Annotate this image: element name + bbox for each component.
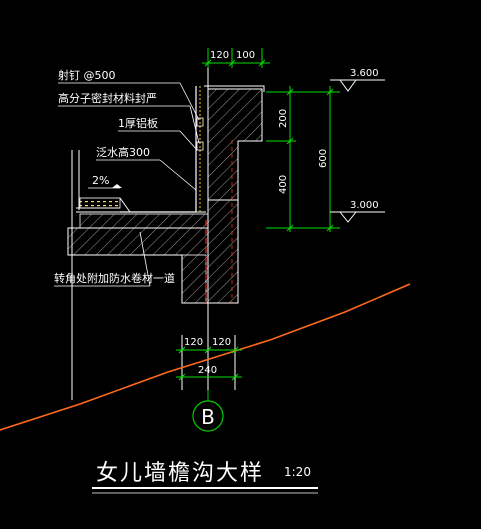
centre-lines xyxy=(71,48,236,400)
axis-bubble: B xyxy=(192,390,224,432)
dim-side-lower: 400 xyxy=(278,175,289,194)
dim-top-right: 100 xyxy=(236,50,255,61)
annotations: 射钉 @500 高分子密封材料封严 1厚铝板 泛水高300 2% 转角处附加防水… xyxy=(54,68,175,285)
elevation-marks: 3.600 3.000 xyxy=(330,68,385,223)
concrete-section xyxy=(67,85,265,304)
dim-bottom-left: 120 xyxy=(184,337,203,348)
side-dimension: 200 400 600 xyxy=(266,86,340,232)
title-text: 女儿墙檐沟大样 xyxy=(96,461,264,486)
dim-side-upper: 200 xyxy=(278,109,289,128)
title-scale: 1:20 xyxy=(284,465,311,479)
label-aluminum: 1厚铝板 xyxy=(118,116,158,130)
label-nail: 射钉 @500 xyxy=(58,68,116,82)
elevation-upper: 3.600 xyxy=(350,68,379,79)
dim-bottom-right: 120 xyxy=(212,337,231,348)
label-flood-height: 泛水高300 xyxy=(96,145,150,159)
dim-side-total: 600 xyxy=(318,149,329,168)
label-slope: 2% xyxy=(92,174,109,187)
elevation-lower: 3.000 xyxy=(350,200,379,211)
ground-line xyxy=(0,283,411,431)
axis-label: B xyxy=(201,405,215,429)
label-corner-membrane: 转角处附加防水卷材一道 xyxy=(54,271,175,285)
dim-bottom-total: 240 xyxy=(198,365,217,376)
slope-arrow xyxy=(112,184,122,188)
bottom-dimension: 120 120 240 xyxy=(176,337,242,381)
label-sealant: 高分子密封材料封严 xyxy=(58,91,157,105)
top-dimension: 120 100 xyxy=(202,48,270,68)
leader-lines xyxy=(54,82,200,287)
drawing-title: 女儿墙檐沟大样 1:20 xyxy=(92,461,318,494)
dim-top-left: 120 xyxy=(210,50,229,61)
